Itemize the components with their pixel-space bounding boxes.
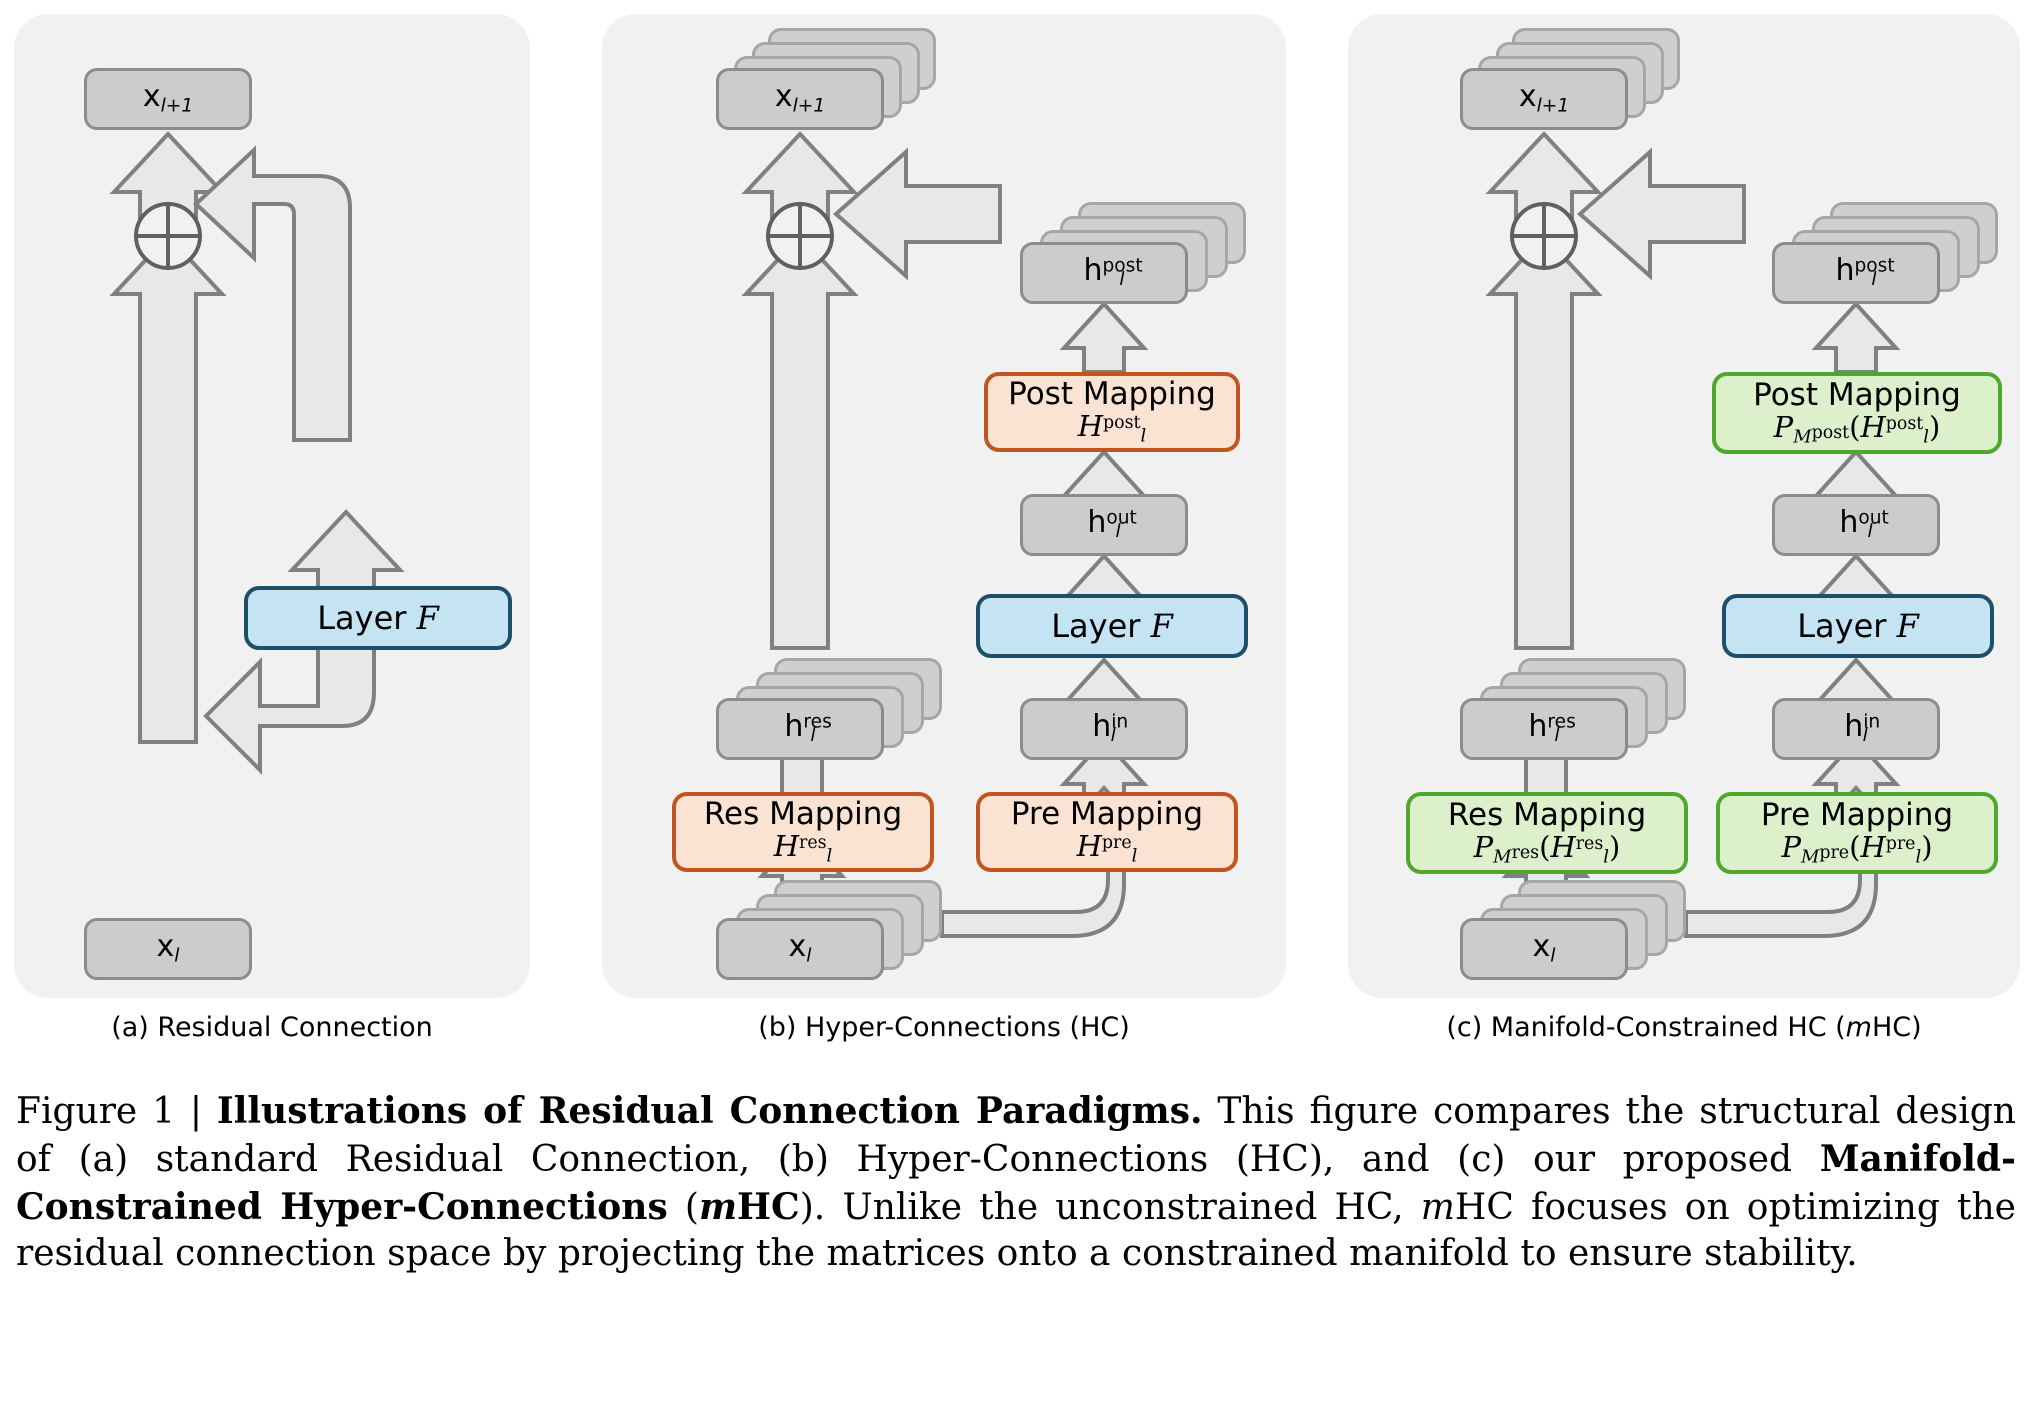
pre-mapping-c-formula: PMpre(Hprel) (1781, 829, 1933, 868)
node-c-h-out: houtl (1772, 494, 1940, 556)
plus-icon-b (762, 198, 838, 278)
node-b-h-in: hinl (1020, 698, 1188, 760)
plus-icon-c (1506, 198, 1582, 278)
node-c-x-next: xl+1 (1460, 68, 1628, 130)
res-mapping-c-formula: PMres(Hresl) (1473, 829, 1621, 868)
plus-icon-a (130, 198, 206, 278)
panel-a-residual-connection (14, 14, 530, 998)
node-c-h-post: hpostl (1772, 242, 1940, 304)
layer-c-symbol: F (1896, 607, 1919, 645)
node-c-post-mapping: Post Mapping PMpost(Hpostl) (1712, 372, 2002, 454)
pre-mapping-b-formula: Hprel (1076, 828, 1138, 867)
layer-b-symbol: F (1150, 607, 1173, 645)
node-c-res-mapping: Res Mapping PMres(Hresl) (1406, 792, 1688, 874)
res-mapping-b-title: Res Mapping (703, 796, 903, 833)
node-c-pre-mapping: Pre Mapping PMpre(Hprel) (1716, 792, 1998, 874)
pre-mapping-c-title: Pre Mapping (1760, 797, 1954, 834)
node-a-layer-f: Layer F (244, 586, 512, 650)
panel-c-caption: (c) Manifold-Constrained HC (mHC) (1446, 1012, 1922, 1043)
layer-a-symbol: F (416, 599, 439, 637)
node-c-h-res: hresl (1460, 698, 1628, 760)
node-c-layer-f: Layer F (1722, 594, 1994, 658)
figure-caption: Figure 1 | Illustrations of Residual Con… (16, 1090, 2016, 1275)
node-b-post-mapping: Post Mapping Hpostl (984, 372, 1240, 452)
pre-mapping-b-title: Pre Mapping (1010, 796, 1204, 833)
layer-c-label: Layer (1797, 607, 1887, 645)
node-c-h-in: hinl (1772, 698, 1940, 760)
panel-a-caption: (a) Residual Connection (111, 1012, 433, 1043)
res-mapping-b-formula: Hresl (773, 828, 833, 867)
node-b-res-mapping: Res Mapping Hresl (672, 792, 934, 872)
node-c-x-in: xl (1460, 918, 1628, 980)
post-mapping-c-title: Post Mapping (1753, 377, 1961, 414)
node-a-x-in: xl (84, 918, 252, 980)
layer-a-label: Layer (317, 599, 407, 637)
node-b-x-in: xl (716, 918, 884, 980)
node-b-x-next: xl+1 (716, 68, 884, 130)
panel-b-caption: (b) Hyper-Connections (HC) (758, 1012, 1130, 1043)
node-b-pre-mapping: Pre Mapping Hprel (976, 792, 1238, 872)
node-b-h-res: hresl (716, 698, 884, 760)
post-mapping-b-title: Post Mapping (1008, 376, 1216, 413)
res-mapping-c-title: Res Mapping (1447, 797, 1647, 834)
node-a-x-next: xl+1 (84, 68, 252, 130)
node-b-h-out: houtl (1020, 494, 1188, 556)
node-b-h-post: hpostl (1020, 242, 1188, 304)
node-b-layer-f: Layer F (976, 594, 1248, 658)
post-mapping-c-formula: PMpost(Hpostl) (1773, 409, 1941, 448)
layer-b-label: Layer (1051, 607, 1141, 645)
post-mapping-b-formula: Hpostl (1077, 408, 1147, 447)
